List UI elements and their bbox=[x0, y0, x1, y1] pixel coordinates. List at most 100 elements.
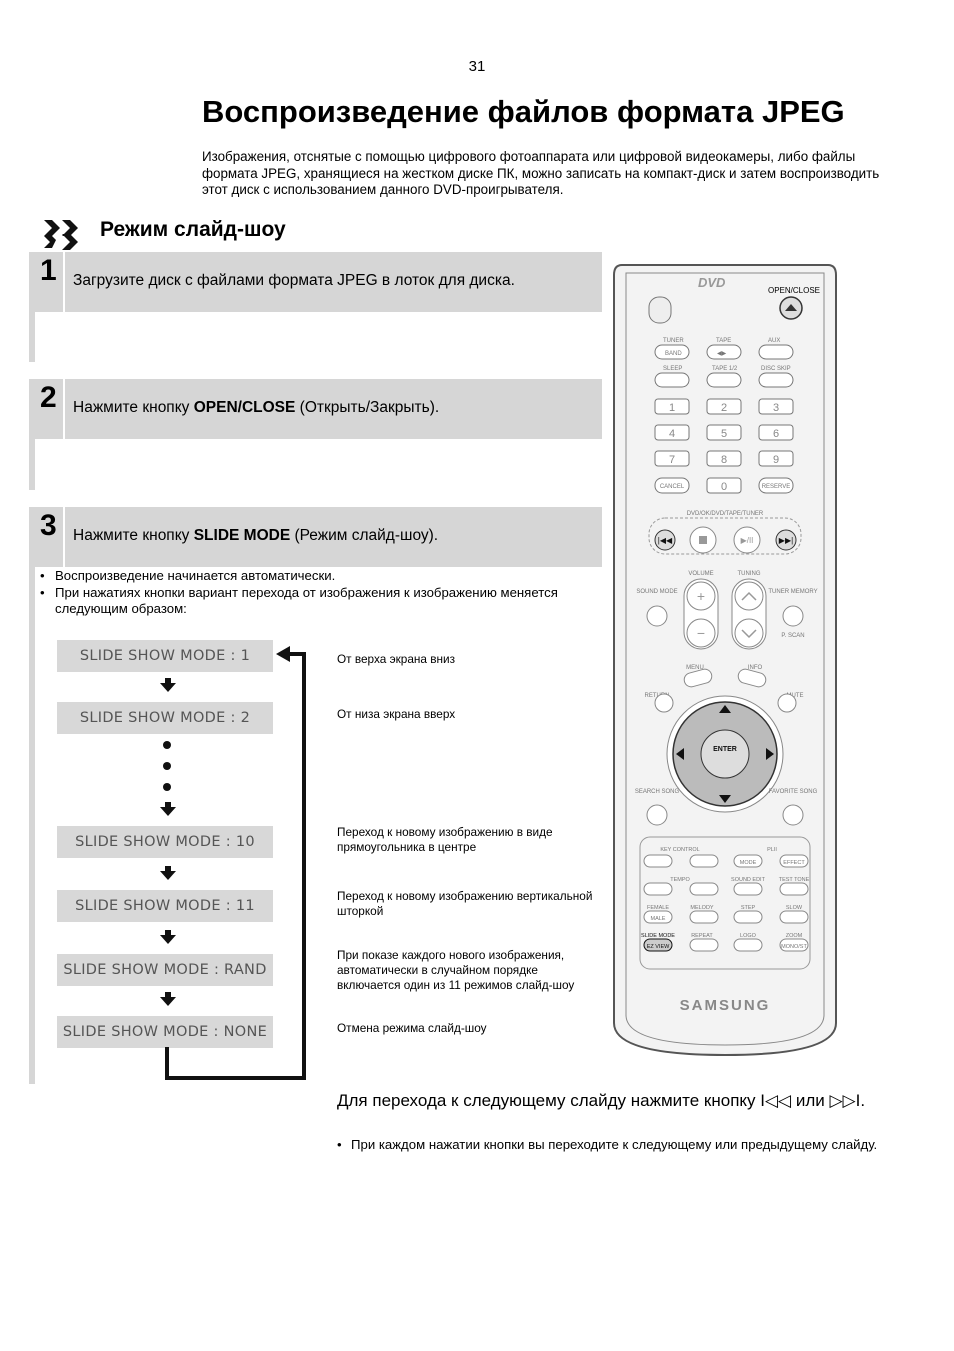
tape-arrows: ◀▶ bbox=[717, 351, 727, 357]
menu-label: MENU bbox=[686, 665, 704, 671]
down-arrow-icon bbox=[160, 678, 176, 692]
bullet-item: При каждом нажатии кнопки вы переходите … bbox=[337, 1137, 897, 1153]
digit-2: 2 bbox=[721, 402, 727, 414]
ellipsis-dot bbox=[163, 741, 171, 749]
mode-box-11: SLIDE SHOW MODE : 11 bbox=[57, 890, 273, 922]
ellipsis-dot bbox=[163, 762, 171, 770]
loop-connector bbox=[283, 652, 306, 656]
tuning-label: TUNING bbox=[738, 571, 761, 577]
down-arrow-icon bbox=[160, 930, 176, 944]
search-song-label: SEARCH SONG bbox=[635, 789, 680, 795]
key-control-label: KEY CONTROL bbox=[660, 847, 699, 853]
prev-track-button bbox=[654, 529, 676, 551]
down-arrow-icon bbox=[160, 802, 176, 816]
melody-label: MELODY bbox=[690, 905, 714, 911]
ellipsis-dot bbox=[163, 783, 171, 791]
sound-edit-label: SOUND EDIT bbox=[731, 877, 766, 883]
step-1-separator bbox=[63, 252, 65, 312]
logo-label: LOGO bbox=[740, 933, 757, 939]
loop-connector bbox=[165, 1076, 306, 1080]
mode-box-rand: SLIDE SHOW MODE : RAND bbox=[57, 954, 273, 986]
remote-control-illustration: DVD OPEN/CLOSE TUNER TAPE AUX SLEEP TAPE… bbox=[613, 264, 837, 1057]
power-button bbox=[648, 296, 672, 324]
samsung-brand: SAMSUNG bbox=[680, 997, 771, 1014]
tempo-label: TEMPO bbox=[670, 877, 690, 883]
loop-arrow-icon bbox=[276, 646, 290, 662]
section-title: Режим слайд-шоу bbox=[100, 218, 286, 241]
sound-mode-label: SOUND MODE bbox=[636, 589, 677, 595]
digit-6: 6 bbox=[773, 428, 779, 440]
digit-1: 1 bbox=[669, 402, 675, 414]
step-2-band bbox=[29, 379, 602, 439]
next-track-button bbox=[775, 529, 797, 551]
next-slide-instruction: Для перехода к следующему слайду нажмите… bbox=[337, 1091, 866, 1110]
mode-desc-1: От верха экрана вниз bbox=[337, 652, 456, 666]
step-1-band bbox=[29, 252, 602, 312]
digit-4: 4 bbox=[669, 428, 675, 440]
digit-7: 7 bbox=[669, 454, 675, 466]
step-3-rail bbox=[29, 567, 35, 1084]
info-label: INFO bbox=[748, 665, 763, 671]
digit-0: 0 bbox=[721, 481, 727, 493]
label-tape12: TAPE 1/2 bbox=[712, 366, 738, 372]
page-title: Воспроизведение файлов формата JPEG bbox=[202, 94, 845, 129]
test-tone-label: TEST TONE bbox=[779, 877, 810, 883]
svg-text:▶▶|: ▶▶| bbox=[779, 536, 793, 545]
p-scan-label: P. SCAN bbox=[781, 633, 804, 639]
step-3-text: Нажмите кнопку SLIDE MODE (Режим слайд-ш… bbox=[73, 527, 439, 544]
open-close-label: OPEN/CLOSE bbox=[768, 286, 820, 295]
mode-btn-label: MODE bbox=[740, 860, 757, 866]
zoom-label: ZOOM bbox=[786, 933, 803, 939]
mode-desc-2: От низа экрана вверх bbox=[337, 707, 456, 721]
step-1-text: Загрузите диск с файлами формата JPEG в … bbox=[73, 272, 515, 289]
repeat-label: REPEAT bbox=[691, 933, 713, 939]
step-2-rail bbox=[29, 439, 35, 490]
label-sleep: SLEEP bbox=[663, 366, 682, 372]
male-btn-label: MALE bbox=[651, 916, 666, 922]
step-3-number: 3 bbox=[40, 509, 57, 542]
intro-paragraph: Изображения, отснятые с помощью цифровог… bbox=[202, 149, 880, 197]
loop-connector bbox=[165, 1047, 169, 1080]
favorite-song-label: FAVORITE SONG bbox=[769, 789, 818, 795]
step-2-number: 2 bbox=[40, 381, 57, 414]
dvd-line-label: DVD/OK/DVD/TAPE/TUNER bbox=[687, 511, 764, 517]
label-tuner: TUNER bbox=[663, 338, 684, 344]
play-pause-button bbox=[733, 526, 761, 554]
step-1-rail bbox=[29, 312, 35, 362]
step-label: STEP bbox=[741, 905, 756, 911]
enter-label: ENTER bbox=[713, 746, 737, 753]
reserve-label: RESERVE bbox=[762, 484, 791, 490]
step-1-number: 1 bbox=[40, 254, 57, 287]
eject-icon bbox=[785, 304, 797, 311]
mode-desc-11: Переход к новому изображению вертикально… bbox=[337, 889, 593, 918]
ez-view-label: EZ VIEW bbox=[647, 944, 670, 950]
slow-label: SLOW bbox=[786, 905, 803, 911]
label-aux: AUX bbox=[768, 338, 780, 344]
step-3-separator bbox=[63, 507, 65, 567]
step-3-band bbox=[29, 507, 602, 567]
svg-text:▶/II: ▶/II bbox=[741, 536, 754, 545]
digit-8: 8 bbox=[721, 454, 727, 466]
mode-box-none: SLIDE SHOW MODE : NONE bbox=[57, 1016, 273, 1048]
tuner-memory-label: TUNER MEMORY bbox=[768, 589, 817, 595]
bullet-item: При нажатиях кнопки вариант перехода от … bbox=[37, 585, 597, 618]
mute-label: MUTE bbox=[787, 693, 804, 699]
down-arrow-icon bbox=[160, 992, 176, 1006]
label-tape: TAPE bbox=[716, 338, 731, 344]
remote-logo: DVD bbox=[698, 275, 726, 290]
svg-text:+: + bbox=[697, 588, 705, 604]
step-2-separator bbox=[63, 379, 65, 439]
mode-box-1: SLIDE SHOW MODE : 1 bbox=[57, 640, 273, 672]
mode-box-10: SLIDE SHOW MODE : 10 bbox=[57, 826, 273, 858]
slide-mode-label: SLIDE MODE bbox=[641, 933, 675, 939]
mode-desc-none: Отмена режима слайд-шоу bbox=[337, 1021, 487, 1035]
bottom-bullets: При каждом нажатии кнопки вы переходите … bbox=[337, 1137, 897, 1153]
page-number: 31 bbox=[468, 58, 486, 75]
digit-9: 9 bbox=[773, 454, 779, 466]
mode-desc-10: Переход к новому изображению в виде прям… bbox=[337, 825, 553, 854]
step-3-bullets: Воспроизведение начинается автоматически… bbox=[37, 568, 597, 618]
down-arrow-icon bbox=[160, 866, 176, 880]
mode-box-2: SLIDE SHOW MODE : 2 bbox=[57, 702, 273, 734]
effect-btn-label: EFFECT bbox=[783, 860, 805, 866]
return-label: RETURN bbox=[645, 693, 670, 699]
